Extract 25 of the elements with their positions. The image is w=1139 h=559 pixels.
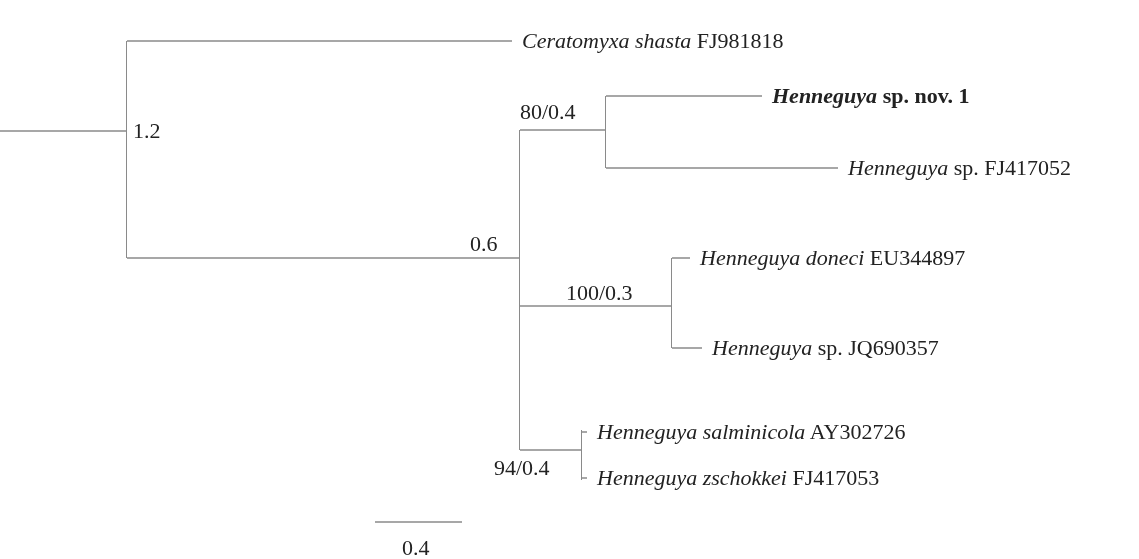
taxon-label: Henneguya sp. FJ417052 <box>838 155 1072 181</box>
tree-branch <box>519 449 583 451</box>
tree-branch <box>671 257 691 259</box>
tree-branch <box>671 347 703 349</box>
support-value: 100/0.3 <box>566 281 633 305</box>
tree-branch <box>581 431 588 433</box>
tree-branch <box>519 305 673 307</box>
support-value: 0.6 <box>470 232 498 256</box>
taxon-label: Henneguya salminicola AY302726 <box>587 419 906 445</box>
taxon-label: Henneguya doneci EU344897 <box>690 245 966 271</box>
taxon-label: Henneguya sp. JQ690357 <box>702 335 939 361</box>
tree-branch <box>126 40 513 42</box>
tree-branch <box>126 257 521 259</box>
scale-value: 0.4 <box>402 536 430 559</box>
taxon-label: Henneguya sp. nov. 1 <box>762 83 970 109</box>
tree-branch <box>605 167 839 169</box>
support-value: 80/0.4 <box>520 100 576 124</box>
taxon-label: Ceratomyxa shasta FJ981818 <box>512 28 784 54</box>
taxon-label: Henneguya zschokkei FJ417053 <box>587 465 880 491</box>
support-value: 94/0.4 <box>494 456 550 480</box>
tree-branch <box>0 130 128 132</box>
support-value: 1.2 <box>133 119 161 143</box>
tree-branch <box>519 129 607 131</box>
tree-branch <box>581 477 588 479</box>
tree-branch <box>605 95 763 97</box>
